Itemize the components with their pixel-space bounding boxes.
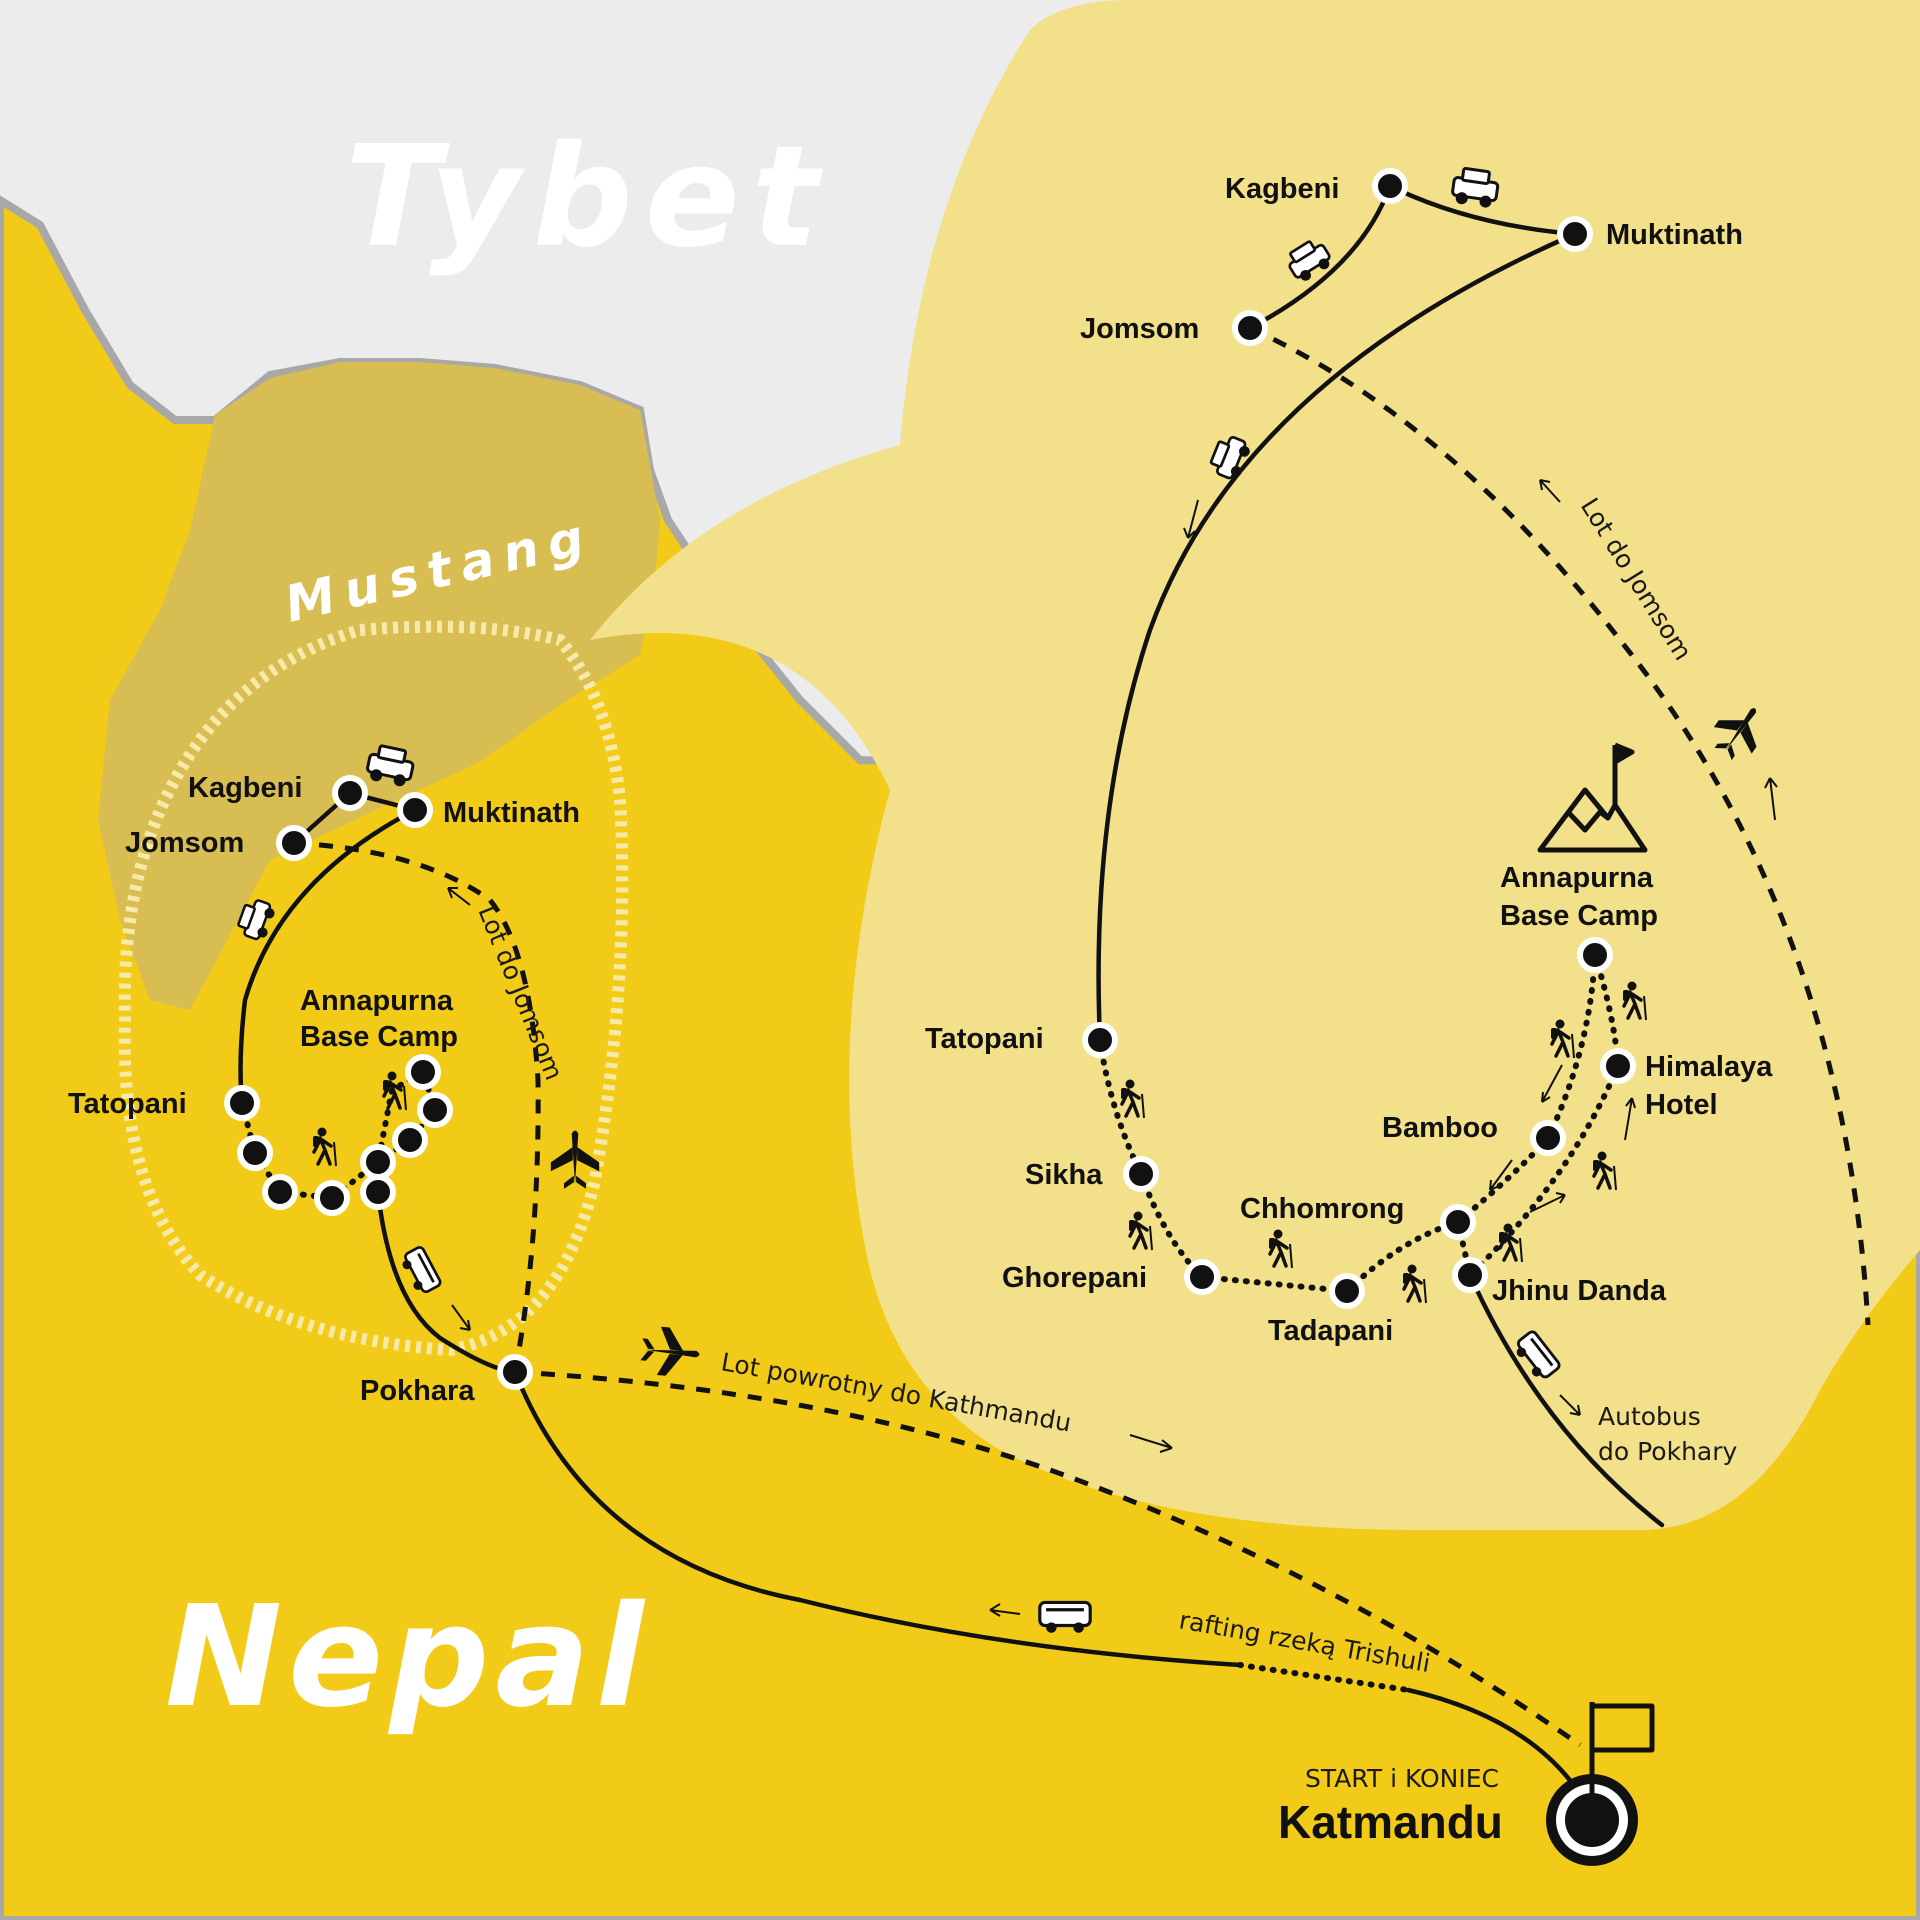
inset-node-ghorepani	[1184, 1259, 1220, 1295]
label-abc-line1: Annapurna	[300, 985, 454, 1017]
node-tatopani	[224, 1085, 260, 1121]
arrow-inset-flight-up2	[1764, 777, 1778, 821]
node-muktinath	[397, 792, 433, 828]
inset-node-kagbeni	[1372, 168, 1408, 204]
label-start-end: START i KONIEC	[1305, 1764, 1499, 1793]
inset-label-bus-line1: Autobus	[1598, 1402, 1701, 1431]
rafting-segment	[1237, 1662, 1411, 1693]
inset-road-kagbeni-muktinath	[1387, 183, 1578, 237]
inset-label-jomsom: Jomsom	[1080, 313, 1199, 345]
node-trek	[314, 1180, 350, 1216]
inset-node-himalaya	[1600, 1048, 1636, 1084]
inset-label-jhinu: Jhinu Danda	[1492, 1275, 1667, 1307]
inset-label-himalaya-line2: Hotel	[1645, 1089, 1718, 1121]
inset-label-abc-line2: Base Camp	[1500, 900, 1658, 932]
inset-node-tatopani	[1082, 1022, 1118, 1058]
inset-label-chhomrong: Chhomrong	[1240, 1193, 1404, 1225]
inset-bubble	[590, 0, 1920, 1530]
node-pokhara	[497, 1354, 533, 1390]
arrow-inset-flight-up	[1539, 479, 1561, 503]
inset-node-sikha	[1123, 1156, 1159, 1192]
trek-tatopani-abc	[239, 1067, 439, 1202]
inset-trek-himalaya-jhinu	[1467, 1063, 1621, 1278]
arrow-inset-trek-up2	[1624, 1097, 1636, 1141]
inset-node-muktinath	[1557, 216, 1593, 252]
inset-trek-ghorepani-tadapani	[1199, 1274, 1350, 1294]
node-kagbeni	[332, 775, 368, 811]
label-pokhara: Pokhara	[360, 1375, 475, 1407]
node-abc	[405, 1054, 441, 1090]
arrow-flight-up	[447, 887, 471, 906]
node-trek	[360, 1174, 396, 1210]
arrow-road-left	[989, 1603, 1021, 1617]
nepal-label: Nepal	[165, 1576, 650, 1739]
road-to-pokhara	[375, 1189, 518, 1375]
tibet-label: Tybet	[345, 116, 831, 279]
inset-node-tadapani	[1329, 1273, 1365, 1309]
node-trek	[392, 1122, 428, 1158]
inset-node-abc	[1577, 937, 1613, 973]
inset-node-bamboo	[1530, 1120, 1566, 1156]
arrow-inset-bus	[1559, 1394, 1581, 1416]
arrow-inset-trek-down2	[1489, 1159, 1513, 1191]
inset-label-kagbeni: Kagbeni	[1225, 173, 1339, 205]
arrow-bus-down	[451, 1304, 471, 1331]
label-katmandu: Katmandu	[1278, 1796, 1503, 1848]
label-muktinath: Muktinath	[443, 797, 580, 829]
inset-node-jomsom	[1232, 310, 1268, 346]
mountain-icon	[1537, 742, 1648, 853]
inset-road-jomsom-kagbeni	[1247, 183, 1393, 331]
inset-label-muktinath: Muktinath	[1606, 219, 1743, 251]
label-kagbeni: Kagbeni	[188, 772, 302, 804]
label-tatopani: Tatopani	[68, 1088, 187, 1120]
label-jomsom: Jomsom	[125, 827, 244, 859]
arrow-inset-trek-down	[1541, 1064, 1563, 1103]
circuit-highlight-ring	[118, 620, 629, 1357]
inset-road-jhinu-pokhara	[1467, 1272, 1665, 1528]
katmandu-marker	[1546, 1702, 1655, 1866]
inset-road-muktinath-tatopani	[1096, 231, 1578, 1043]
inset-node-jhinu	[1452, 1257, 1488, 1293]
node-trek	[360, 1144, 396, 1180]
mustang-area	[98, 362, 660, 1010]
node-trek	[237, 1135, 273, 1171]
inset-label-ghorepani: Ghorepani	[1002, 1262, 1147, 1294]
inset-label-tatopani: Tatopani	[925, 1023, 1044, 1055]
inset-label-bus-line2: do Pokhary	[1598, 1437, 1738, 1466]
inset-label-bamboo: Bamboo	[1382, 1112, 1498, 1144]
inset-trek-bamboo-abc	[1545, 952, 1598, 1141]
inset-label-himalaya-line1: Himalaya	[1645, 1051, 1773, 1083]
inset-node-chhomrong	[1440, 1204, 1476, 1240]
flight-pokhara-katmandu	[514, 1369, 1582, 1748]
inset-label-abc-line1: Annapurna	[1500, 862, 1654, 894]
inset-label-tadapani: Tadapani	[1268, 1315, 1393, 1347]
label-abc-line2: Base Camp	[300, 1021, 458, 1053]
node-trek	[417, 1092, 453, 1128]
inset-label-sikha: Sikha	[1025, 1159, 1103, 1191]
inset-flight-jomsom	[1248, 325, 1871, 1326]
node-jomsom	[276, 825, 312, 861]
flag-icon	[1592, 1703, 1655, 1753]
arrow-inset-jeep-down	[1183, 499, 1199, 539]
road-pokhara-katmandu	[512, 1369, 1243, 1668]
node-trek	[262, 1174, 298, 1210]
arrow-return-right	[1129, 1434, 1173, 1453]
arrow-inset-trek-up	[1529, 1192, 1566, 1213]
